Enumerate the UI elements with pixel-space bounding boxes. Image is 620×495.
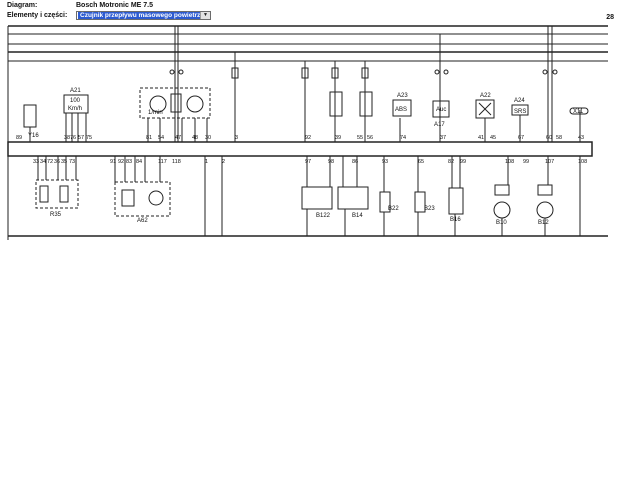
wiring-diagram: Y16 A21 100 Km/h 1/min A23 ABS Auc A17 A…	[7, 25, 608, 240]
chevron-down-icon[interactable]: ▼	[200, 12, 210, 19]
lower-pin-label: 1	[205, 159, 208, 165]
label-b16: B16	[450, 217, 461, 223]
lower-pin-label: 98	[328, 159, 334, 165]
element-select[interactable]: Czujnik przepływu masowego powietrza ▼	[76, 11, 211, 20]
label-auc: Auc	[436, 107, 446, 113]
lower-pin-label: 83	[126, 159, 132, 165]
upper-pin-label: 81	[146, 135, 152, 141]
upper-pin-label: 48	[192, 135, 198, 141]
upper-pin-label: 3	[235, 135, 238, 141]
lower-pin-label: 117	[158, 159, 167, 165]
label-r35: R35	[50, 212, 62, 218]
label-a62-unit: 1/min	[148, 110, 163, 116]
lower-pin-label: 99	[523, 159, 529, 165]
label-a23: A23	[397, 93, 408, 99]
upper-pin-label: 30	[205, 135, 211, 141]
upper-pin-label: 57	[78, 135, 84, 141]
label-b10: B10	[496, 220, 507, 226]
upper-pin-label: 38	[64, 135, 70, 141]
upper-pin-label: 75	[86, 135, 92, 141]
label-b14: B14	[352, 213, 363, 219]
label-a62: A62	[137, 218, 148, 224]
label-b12: B12	[538, 220, 549, 226]
label-a21: A21	[70, 88, 81, 94]
label-a24: A24	[514, 98, 525, 104]
lower-pin-label: 91	[110, 159, 116, 165]
upper-pin-label: 76	[70, 135, 76, 141]
upper-pin-label: 67	[518, 135, 524, 141]
page-number: 28	[606, 14, 614, 21]
label-x11: X11	[573, 109, 584, 115]
lower-pin-label: 107	[545, 159, 554, 165]
lower-pin-label: 118	[172, 159, 181, 165]
lower-pin-label: 84	[136, 159, 142, 165]
label-a21-unit: Km/h	[68, 106, 82, 112]
lower-pin-label: 65	[418, 159, 424, 165]
lower-pin-label: 35	[61, 159, 67, 165]
upper-pin-label: 41	[478, 135, 484, 141]
lower-pin-label: 72	[47, 159, 53, 165]
lower-pin-label: 73	[69, 159, 75, 165]
upper-pin-label: 43	[578, 135, 584, 141]
diagram-label: Diagram:	[7, 2, 38, 9]
upper-pin-label: 92	[305, 135, 311, 141]
label-b122: B122	[316, 213, 331, 219]
lower-pin-label: 2	[222, 159, 225, 165]
upper-pin-label: 55	[357, 135, 363, 141]
upper-pin-label: 60	[546, 135, 552, 141]
lower-pin-label: 34	[40, 159, 46, 165]
upper-pin-label: 47	[175, 135, 181, 141]
label-y16: Y16	[28, 133, 39, 139]
upper-pin-label: 58	[556, 135, 562, 141]
lower-pin-label: 108	[578, 159, 587, 165]
label-a22: A22	[480, 93, 491, 99]
lower-pin-label: 33	[33, 159, 39, 165]
lower-pin-label: 36	[54, 159, 60, 165]
lower-pin-label: 99	[460, 159, 466, 165]
label-b22: B22	[388, 206, 399, 212]
lower-pin-label: 92	[118, 159, 124, 165]
lower-pin-label: 93	[382, 159, 388, 165]
diagram-name: Bosch Motronic ME 7.5	[76, 2, 154, 9]
label-a17: A17	[434, 122, 445, 128]
elements-label: Elementy i części:	[7, 12, 68, 19]
label-abs: ABS	[395, 107, 407, 113]
upper-pin-label: 37	[440, 135, 446, 141]
lower-pin-label: 86	[352, 159, 358, 165]
upper-pin-label: 89	[16, 135, 22, 141]
lower-pin-label: 82	[448, 159, 454, 165]
upper-pin-label: 74	[400, 135, 406, 141]
label-a21-value: 100	[70, 98, 81, 104]
lower-pin-label: 108	[505, 159, 514, 165]
label-b23: B23	[424, 206, 435, 212]
upper-pin-label: 56	[367, 135, 373, 141]
element-select-value: Czujnik przepływu masowego powietrza	[78, 12, 200, 19]
upper-pin-label: 45	[490, 135, 496, 141]
upper-pin-label: 54	[158, 135, 164, 141]
upper-pin-label: 39	[335, 135, 341, 141]
label-srs: SRS	[514, 109, 526, 115]
lower-pin-label: 97	[305, 159, 311, 165]
